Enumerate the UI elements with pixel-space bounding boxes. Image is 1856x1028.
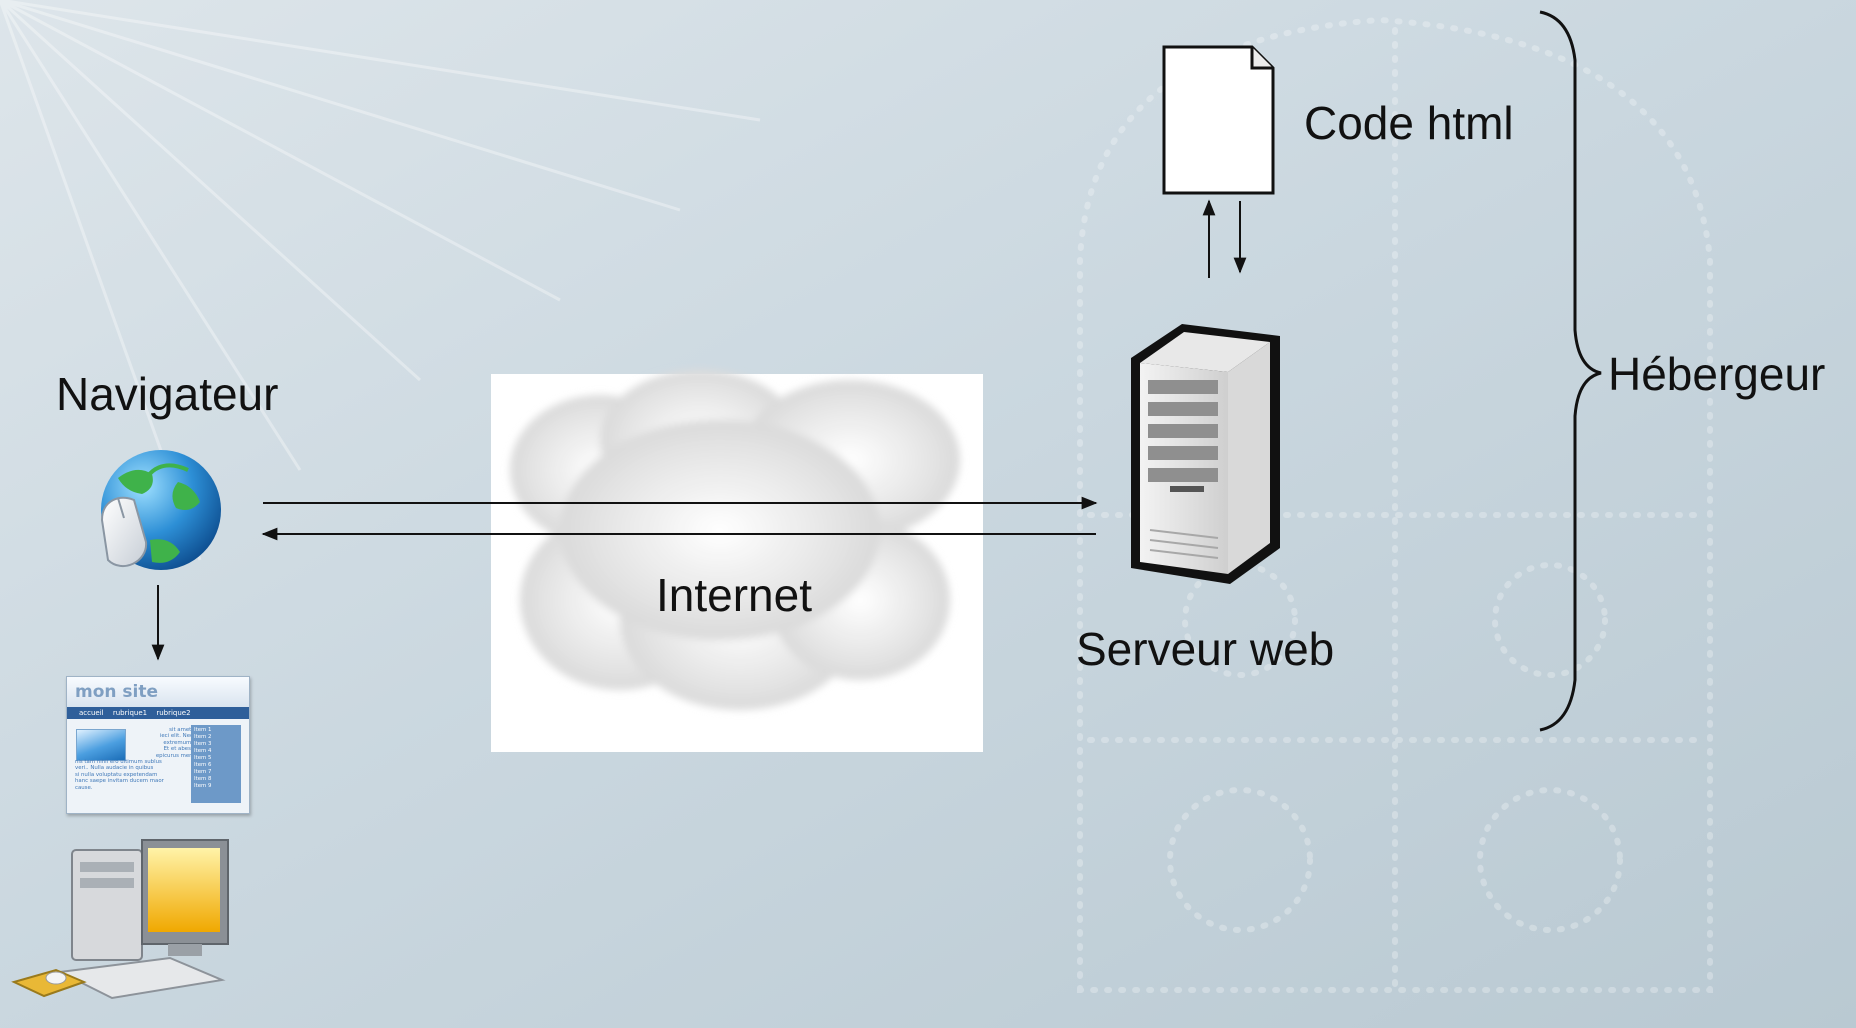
label-navigateur: Navigateur: [56, 368, 279, 420]
mini-site-line: epicurus mer-: [155, 752, 193, 759]
label-hebergeur: Hébergeur: [1608, 348, 1826, 400]
mini-site-line: cause.: [75, 784, 93, 791]
mini-site-line: veri.. Nulla audacie in quibus: [75, 765, 154, 772]
mini-site-image: [76, 729, 126, 761]
mini-site-line: si nulla voluptatu expetendam: [75, 771, 158, 778]
mini-site-sidebar-item: Item 3: [194, 741, 212, 747]
mini-site-menu-item: accueil: [79, 709, 104, 717]
mini-site-line: extremum,: [163, 739, 193, 746]
internet-cloud: [491, 370, 983, 752]
mini-site-brand: mon site: [67, 677, 249, 707]
html-document-icon: [1162, 45, 1275, 195]
mini-site-menu: accueil rubrique1 rubrique2: [67, 707, 249, 719]
mini-site-line: ieci elit. Nec: [159, 733, 193, 740]
label-serveur-web: Serveur web: [1076, 623, 1335, 675]
mini-site-line: hanc saepe invitam ducem maor: [75, 778, 164, 785]
mini-site-menu-item: rubrique2: [156, 709, 191, 717]
mini-site-sidebar-item: Item 4: [194, 748, 212, 754]
label-code-html: Code html: [1304, 97, 1514, 149]
mini-site-line: Et et abest: [163, 746, 193, 753]
mini-site-sidebar-item: Item 9: [194, 783, 212, 789]
hosting-brace: [1539, 10, 1602, 732]
mini-site-sidebar-item: Item 6: [194, 762, 212, 768]
web-page-thumbnail: mon site accueil rubrique1 rubrique2 sit…: [66, 676, 250, 814]
mini-site-sidebar-item: Item 1: [194, 727, 212, 733]
mini-site-menu-item: rubrique1: [112, 709, 148, 717]
mini-site-line: nis tam nihil ero ultimum sublus: [75, 759, 162, 766]
web-server-icon: [1131, 324, 1280, 584]
mini-site-sidebar: Item 1 Item 2 Item 3 Item 4 Item 5 Item …: [191, 725, 241, 803]
browser-globe-icon: [100, 450, 221, 570]
mini-site-sidebar-item: Item 8: [194, 776, 212, 782]
mini-site-sidebar-item: Item 7: [194, 769, 212, 775]
mini-site-sidebar-item: Item 2: [194, 734, 212, 740]
mini-site-line: sit amet,: [169, 727, 193, 733]
label-internet: Internet: [656, 569, 812, 621]
light-rays: [0, 0, 761, 561]
mini-site-body-text: sit amet, ieci elit. Nec extremum, Et et…: [75, 727, 193, 791]
desktop-computer-icon: [11, 839, 229, 1000]
mini-site-sidebar-item: Item 5: [194, 755, 212, 761]
